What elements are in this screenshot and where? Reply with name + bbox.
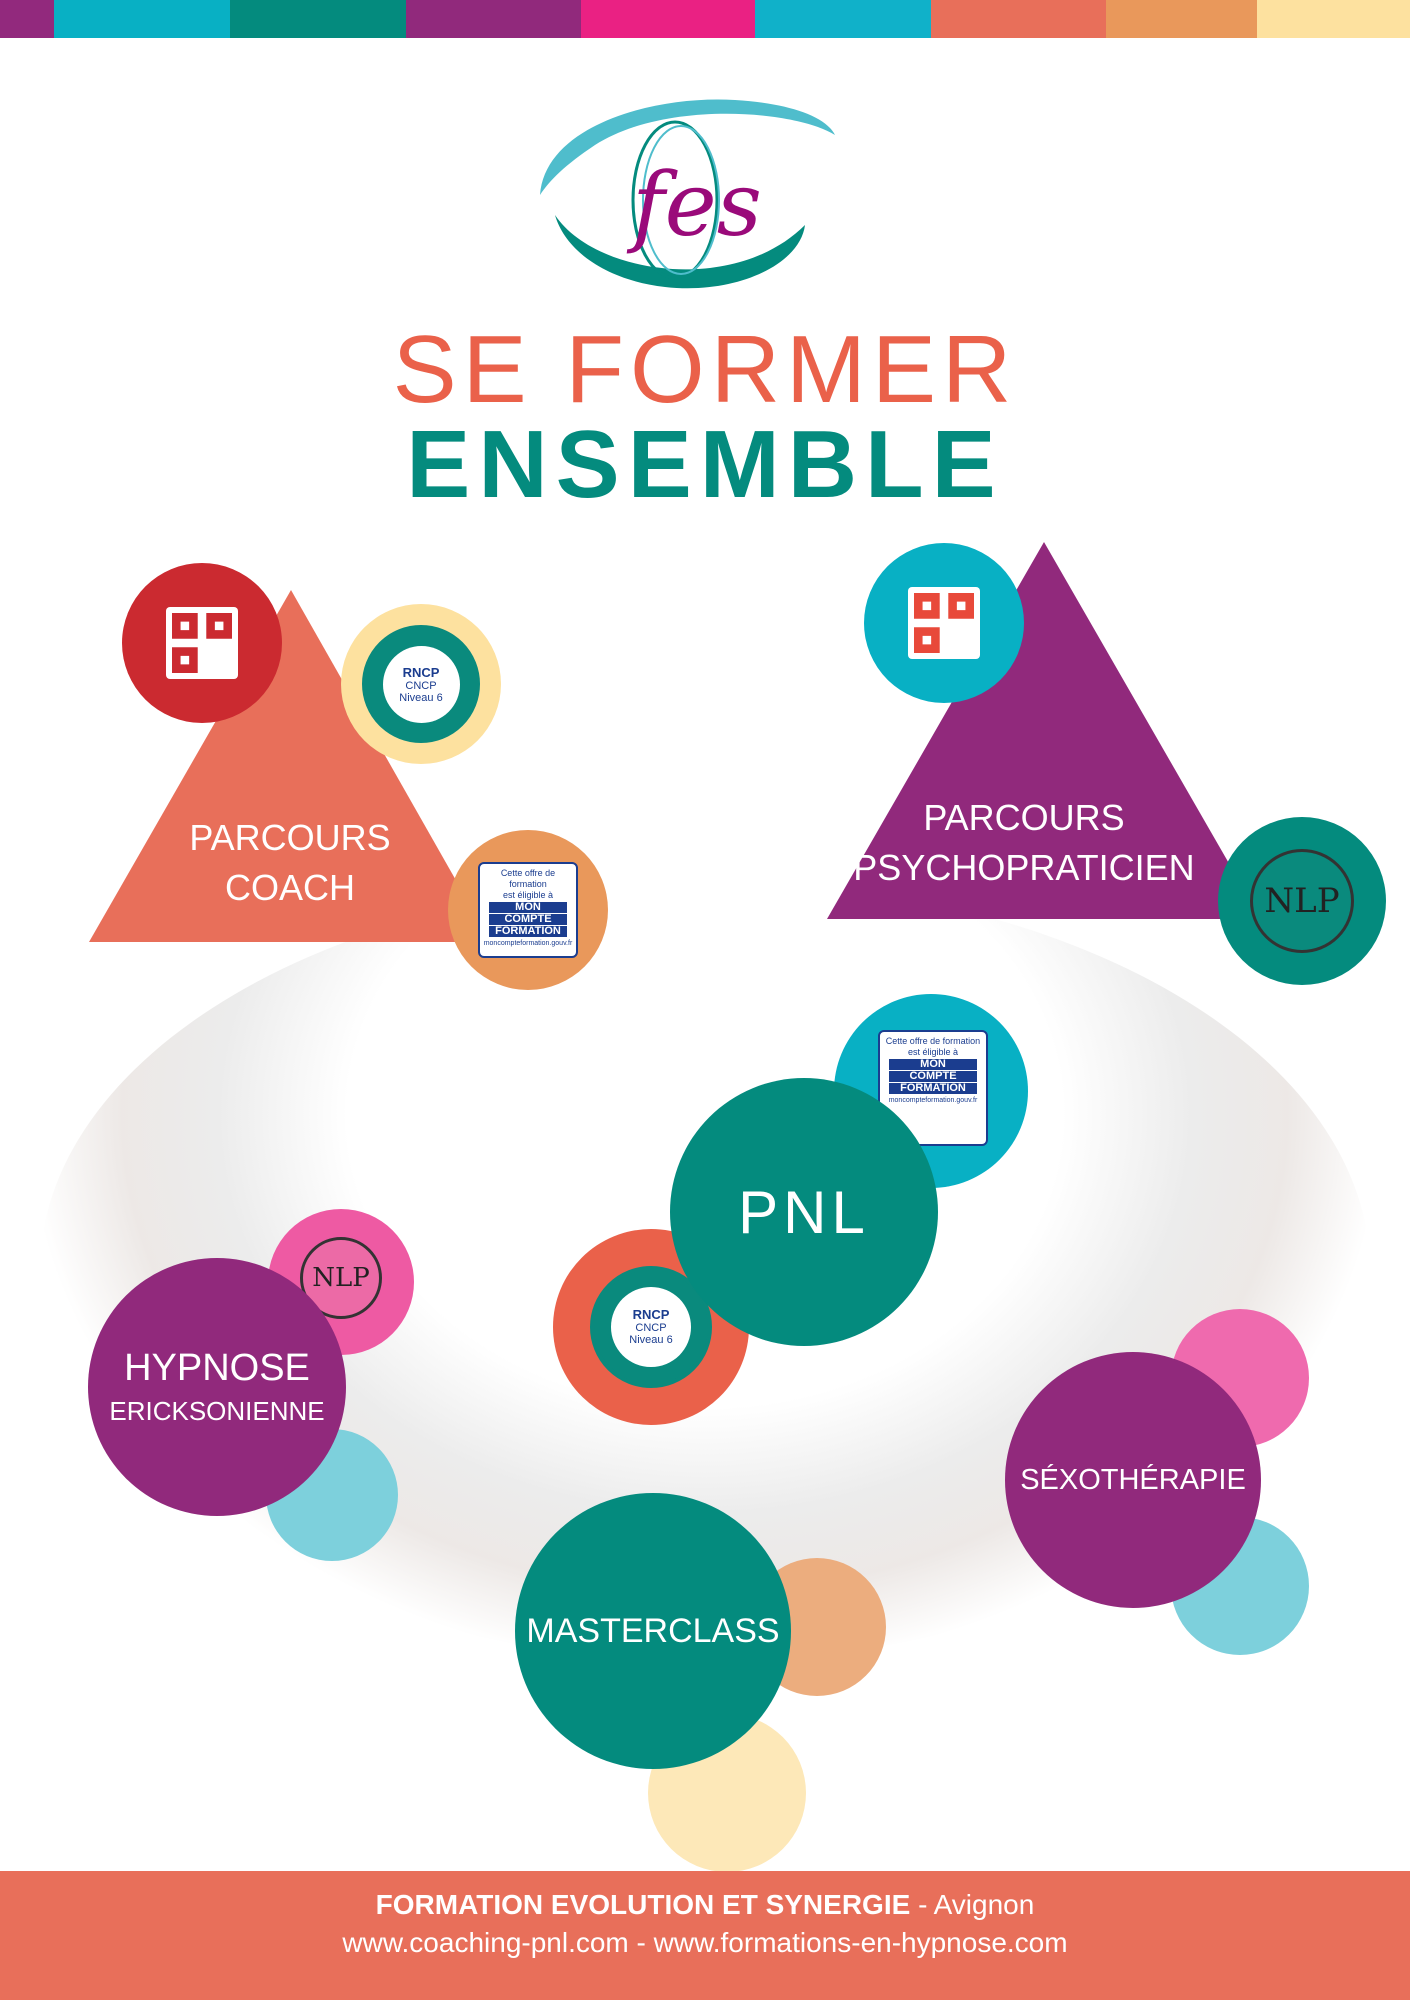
rncp-level: Niveau 6 <box>399 691 443 704</box>
footer-city: - Avignon <box>910 1889 1035 1920</box>
mcf-formation: FORMATION <box>889 1083 977 1094</box>
footer-links[interactable]: www.coaching-pnl.com - www.formations-en… <box>342 1927 1068 1958</box>
fes-logo: fes <box>540 99 835 289</box>
rncp-top: RNCP <box>402 664 440 680</box>
mcf-line1: Cette offre de formation <box>500 868 556 889</box>
footer: FORMATION EVOLUTION ET SYNERGIE - Avigno… <box>0 1871 1410 2000</box>
cncp-mark: CNCP <box>405 679 437 692</box>
sexotherapie-label: SÉXOTHÉRAPIE <box>1020 1463 1246 1496</box>
psycho-line1: PARCOURS <box>923 797 1125 838</box>
hypnose-circle[interactable]: HYPNOSE ERICKSONIENNE <box>88 1258 346 1516</box>
stripe-segment <box>0 0 54 38</box>
parcours-coach-label[interactable]: PARCOURS COACH <box>140 813 440 913</box>
mcf-mon: MON <box>889 1059 977 1070</box>
coach-triangle[interactable] <box>0 0 1410 1000</box>
cncp-mark: CNCP <box>635 1322 667 1335</box>
masterclass-label: MASTERCLASS <box>526 1611 780 1650</box>
stripe-segment <box>54 0 230 38</box>
footer-org: FORMATION EVOLUTION ET SYNERGIE <box>375 1889 911 1920</box>
nlp-seal-icon: NLP <box>1250 849 1354 953</box>
rncp-top: RNCP <box>632 1307 670 1323</box>
mcf-compte: COMPTE <box>489 914 567 925</box>
headline-line2: ENSEMBLE <box>406 411 1004 518</box>
parcours-psycho-label[interactable]: PARCOURS PSYCHOPRATICIEN <box>844 793 1204 893</box>
qr-code-icon[interactable] <box>908 587 980 659</box>
footer-line1: FORMATION EVOLUTION ET SYNERGIE - Avigno… <box>0 1885 1410 1925</box>
coach-line1: PARCOURS <box>189 817 391 858</box>
mcf-url: moncompteformation.gouv.fr <box>888 1097 978 1104</box>
stripe-segment <box>1257 0 1410 38</box>
pnl-label: PNL <box>738 1178 870 1246</box>
headline-line1: SE FORMER <box>392 316 1018 423</box>
stripe-segment <box>931 0 1106 38</box>
mcf-line1: Cette offre de formation <box>885 1036 981 1046</box>
hypnose-line2: ERICKSONIENNE <box>109 1396 325 1426</box>
masterclass-circle[interactable]: MASTERCLASS <box>515 1493 791 1769</box>
psycho-triangle[interactable] <box>0 0 1410 1000</box>
svg-text:fes: fes <box>626 153 762 256</box>
mcf-line2: est éligible à <box>502 890 554 900</box>
mcf-formation: FORMATION <box>489 926 567 937</box>
coach-line2: COACH <box>224 867 355 908</box>
stripe-segment <box>755 0 931 38</box>
qr-code-icon[interactable] <box>166 607 238 679</box>
mcf-mon: MON <box>489 902 567 913</box>
mcf-compte: COMPTE <box>889 1071 977 1082</box>
stripe-segment <box>406 0 581 38</box>
stripe-segment <box>1106 0 1257 38</box>
hypnose-line1: HYPNOSE <box>124 1347 310 1389</box>
sexotherapie-circle[interactable]: SÉXOTHÉRAPIE <box>1005 1352 1261 1608</box>
rncp-level: Niveau 6 <box>629 1334 673 1347</box>
stripe-segment <box>581 0 755 38</box>
mcf-line2: est éligible à <box>907 1047 959 1057</box>
mcf-url: moncompteformation.gouv.fr <box>483 940 573 947</box>
stripe-segment <box>230 0 406 38</box>
psycho-line2: PSYCHOPRATICIEN <box>853 847 1195 888</box>
pnl-circle[interactable]: PNL <box>670 1078 938 1346</box>
